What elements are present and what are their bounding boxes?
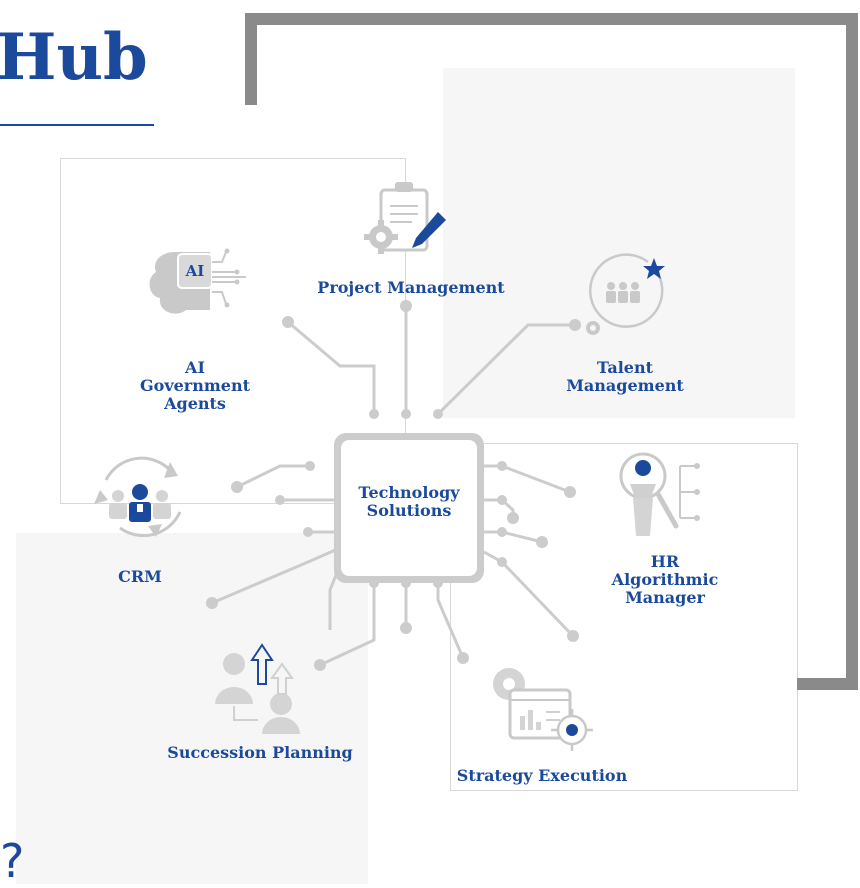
question-mark-glyph: ? [0,834,25,888]
center-label-line1: Technology [358,483,460,502]
corner-frame [245,13,858,690]
panel-bottom-left [16,533,368,884]
clipboard-gear-pencil-icon [364,182,446,254]
ai-chip-text: AI [185,262,205,280]
crm-cycle-icon [94,456,182,538]
label-talent-management-line2: Management [566,376,684,395]
label-project-management: Project Management [317,278,505,297]
succession-arrows-icon [215,643,300,734]
chip-icon [334,433,484,583]
label-hr-line2: Algorithmic [611,570,719,589]
label-talent-management-line1: Talent [596,358,654,377]
label-hr-line1: HR [650,552,680,571]
outline-box-right [450,443,798,791]
label-strategy-execution: Strategy Execution [456,766,628,785]
panel-top-right [443,68,795,418]
label-crm: CRM [118,567,162,586]
label-talent-management: Talent Management [555,359,695,395]
center-label: Technology Solutions [341,484,477,520]
label-hr-line3: Manager [625,588,705,607]
page-title: Hub [0,20,148,95]
ai-brain-icon [149,248,246,314]
label-ai-line2: Government [139,376,250,395]
label-ai-government-agents: AI Government Agents [125,359,265,413]
label-hr-algorithmic-manager: HR Algorithmic Manager [605,553,725,607]
center-label-line2: Solutions [366,501,452,520]
strategy-dashboard-target-icon [493,668,593,751]
team-star-icon [586,253,665,335]
hr-person-magnifier-icon [619,452,700,536]
label-ai-line1: AI [185,358,205,377]
label-ai-line3: Agents [164,394,226,413]
title-underline [0,124,154,126]
label-succession-planning: Succession Planning [167,743,353,762]
